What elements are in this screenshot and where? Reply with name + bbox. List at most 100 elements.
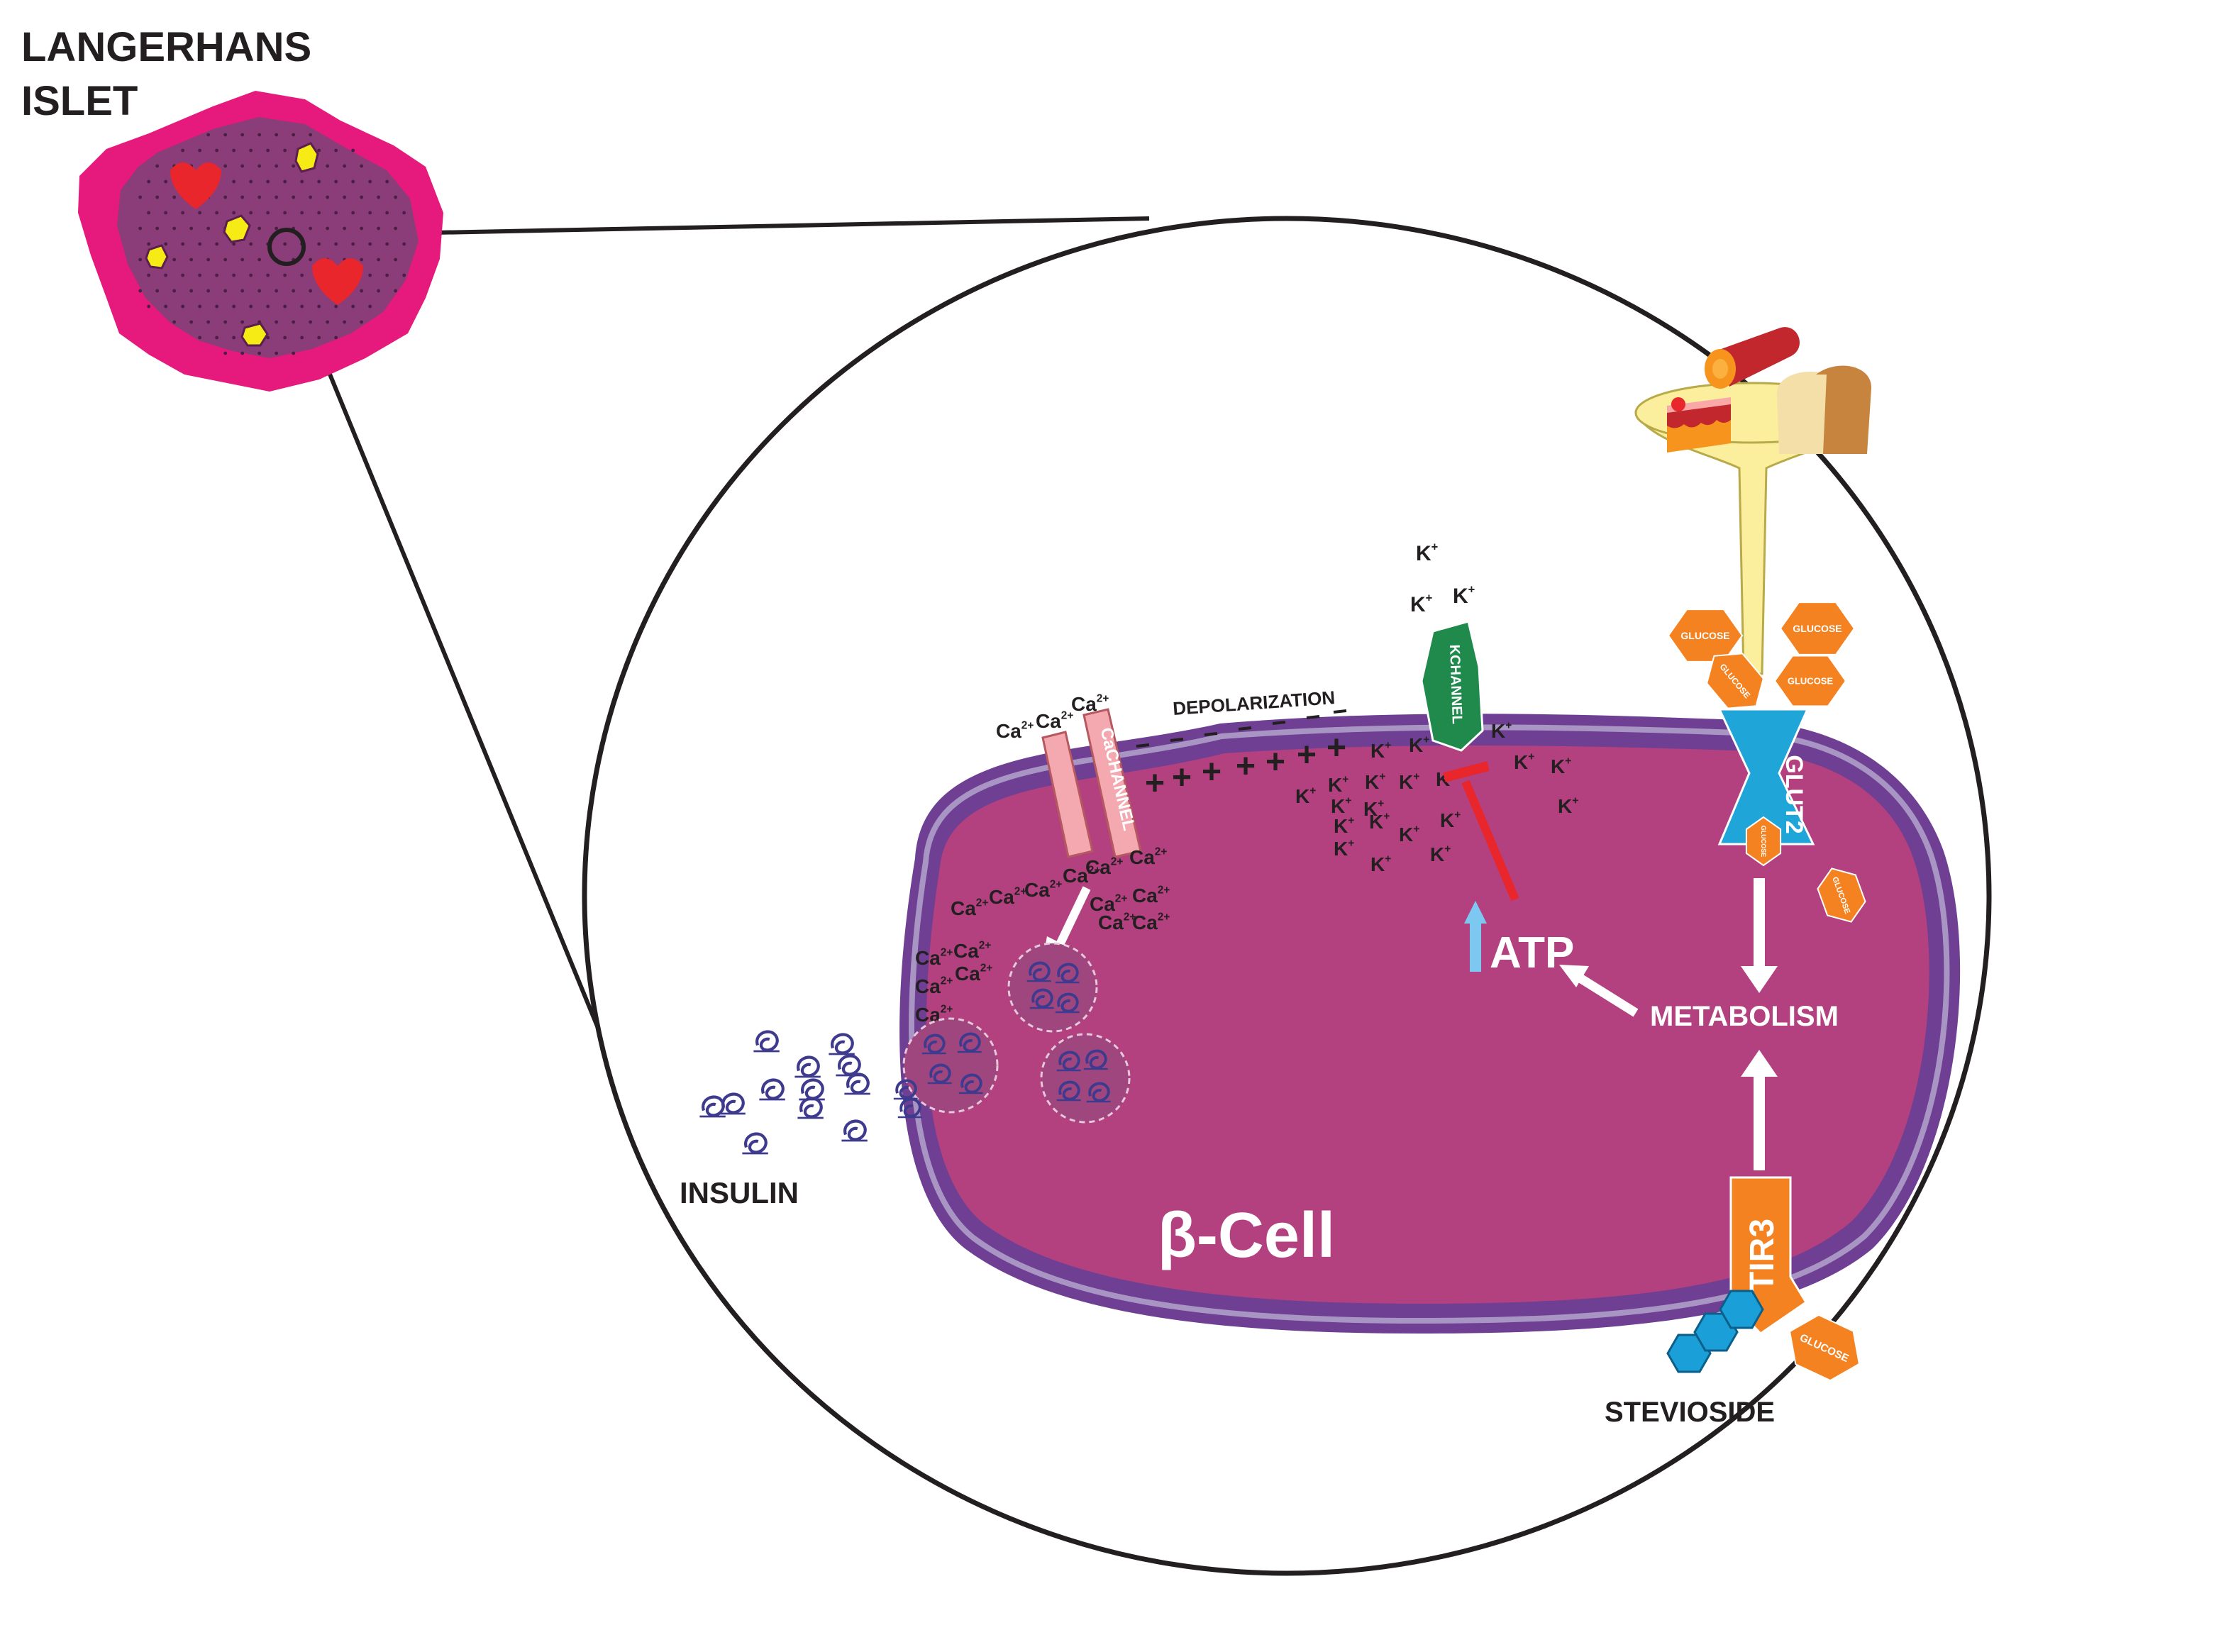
metabolism-to-atp-arrow bbox=[1576, 973, 1639, 1017]
islet-cell-dot bbox=[198, 273, 202, 277]
insulin-icon bbox=[1083, 1049, 1108, 1070]
potassium-ion: K+ bbox=[1370, 853, 1391, 875]
calcium-ion: Ca2+ bbox=[1098, 911, 1136, 933]
insulin-icon bbox=[927, 1063, 952, 1085]
islet-cell-dot bbox=[402, 242, 406, 246]
islet-cell-dot bbox=[206, 289, 211, 293]
islet-cell-dot bbox=[266, 336, 270, 340]
islet-cell-dot bbox=[189, 320, 194, 324]
islet-cell-dot bbox=[377, 289, 381, 293]
islet-cell-dot bbox=[138, 195, 143, 199]
islet-cell-dot bbox=[275, 133, 279, 137]
insulin-vesicles bbox=[893, 942, 1131, 1124]
islet-cell-dot bbox=[309, 289, 313, 293]
ca-channel-left bbox=[1041, 731, 1094, 858]
yellow-cell-icon bbox=[240, 322, 269, 347]
islet-cell-dot bbox=[334, 242, 338, 246]
islet-cell-dot bbox=[198, 211, 202, 215]
islet-cell-dot bbox=[232, 336, 236, 340]
islet-cell-dot bbox=[189, 289, 194, 293]
islet-cell-dot bbox=[181, 211, 185, 215]
islet-cell-dot bbox=[326, 226, 330, 231]
islet-cell-dot bbox=[377, 195, 381, 199]
islet-cell-dot bbox=[334, 336, 338, 340]
insulin-vesicle bbox=[902, 1017, 999, 1114]
plus-sign: + bbox=[1236, 748, 1256, 785]
stevioside-molecule bbox=[1666, 1290, 1764, 1373]
islet-cell-dot bbox=[275, 289, 279, 293]
islet-cell-dot bbox=[300, 211, 304, 215]
islet-cell-dot bbox=[155, 164, 160, 168]
islet-cell-dot bbox=[172, 320, 177, 324]
k-channel: KCHANNEL bbox=[1420, 620, 1484, 752]
islet-cell-dot bbox=[292, 133, 296, 137]
islet-cell-dot bbox=[360, 257, 364, 262]
islet-cell-dot bbox=[283, 148, 287, 153]
potassium-ion: K+ bbox=[1551, 755, 1571, 777]
islet-cell-dot bbox=[275, 351, 279, 355]
islet-cell-dot bbox=[206, 320, 211, 324]
islet-cell-dot bbox=[377, 257, 381, 262]
islet-cell-dot bbox=[334, 304, 338, 309]
calcium-ion: Ca2+ bbox=[1132, 884, 1170, 907]
islet-cell-dot bbox=[300, 273, 304, 277]
islet-cell-dot bbox=[181, 304, 185, 309]
islet-cell-dot bbox=[240, 195, 245, 199]
islet-cell-dot bbox=[240, 164, 245, 168]
islet-cell-dot bbox=[189, 226, 194, 231]
stevioside-label: STEVIOSIDE bbox=[1605, 1397, 1775, 1428]
islet-cell-dot bbox=[215, 304, 219, 309]
islet-cell-dot bbox=[249, 242, 253, 246]
negative-charges bbox=[1136, 709, 1347, 748]
insulin-icon bbox=[742, 1132, 768, 1155]
islet-cell-dot bbox=[292, 164, 296, 168]
islet-cell-dot bbox=[394, 257, 398, 262]
insulin-icon bbox=[957, 1032, 982, 1053]
calcium-ion: Ca2+ bbox=[1132, 911, 1170, 933]
islet-cell-dot bbox=[351, 304, 355, 309]
islet-cell-dot bbox=[232, 179, 236, 184]
tir3-to-metabolism-arrowhead bbox=[1741, 1050, 1778, 1077]
insulin-icon bbox=[1056, 1050, 1081, 1072]
sausage-roll-icon bbox=[1705, 327, 1800, 389]
insulin-icon bbox=[797, 1097, 824, 1119]
cake-icon bbox=[1667, 397, 1731, 453]
plus-sign: + bbox=[1326, 729, 1346, 767]
islet-cell-dot bbox=[283, 336, 287, 340]
ca-channel-right bbox=[1082, 708, 1142, 858]
glucose-icon: GLUCOSE bbox=[1667, 609, 1744, 663]
islet-cell-dot bbox=[351, 242, 355, 246]
potassium-ion: K+ bbox=[1295, 785, 1316, 807]
glucose-icon: GLUCOSE bbox=[1788, 1314, 1861, 1382]
islet-cell-dot bbox=[138, 257, 143, 262]
plus-sign: + bbox=[1297, 736, 1317, 774]
islet-cell-dot bbox=[181, 273, 185, 277]
islet-cell-dot bbox=[266, 273, 270, 277]
islet-cell-dot bbox=[249, 211, 253, 215]
potassium-ion: K+ bbox=[1331, 794, 1351, 817]
islet-cell-dot bbox=[147, 211, 151, 215]
islet-cell-dot bbox=[138, 289, 143, 293]
islet-cell-dot bbox=[292, 289, 296, 293]
islet-cell-dot bbox=[215, 211, 219, 215]
islet-cell-dot bbox=[300, 179, 304, 184]
islet-cell-dot bbox=[147, 273, 151, 277]
zoom-source-circle bbox=[267, 228, 306, 266]
islet-cell-dot bbox=[240, 320, 245, 324]
islet-cell-dot bbox=[368, 273, 372, 277]
minus-sign bbox=[1333, 709, 1347, 714]
islet-cell-dot bbox=[249, 148, 253, 153]
islet-cell-dot bbox=[326, 195, 330, 199]
insulin-icon bbox=[921, 1033, 946, 1055]
islet-cell-dot bbox=[172, 226, 177, 231]
insulin-vesicle bbox=[1007, 942, 1098, 1033]
islet-cell-dot bbox=[334, 211, 338, 215]
calcium-ion: Ca2+ bbox=[989, 885, 1026, 908]
metabolism-label: METABOLISM bbox=[1650, 1001, 1839, 1032]
islet-cell-dot bbox=[309, 226, 313, 231]
potassium-ion: K+ bbox=[1334, 814, 1354, 837]
islet-cell-dot bbox=[240, 133, 245, 137]
langerhans-islet bbox=[78, 91, 443, 392]
calcium-ion: Ca2+ bbox=[953, 939, 991, 962]
islet-cell-dot bbox=[343, 195, 347, 199]
